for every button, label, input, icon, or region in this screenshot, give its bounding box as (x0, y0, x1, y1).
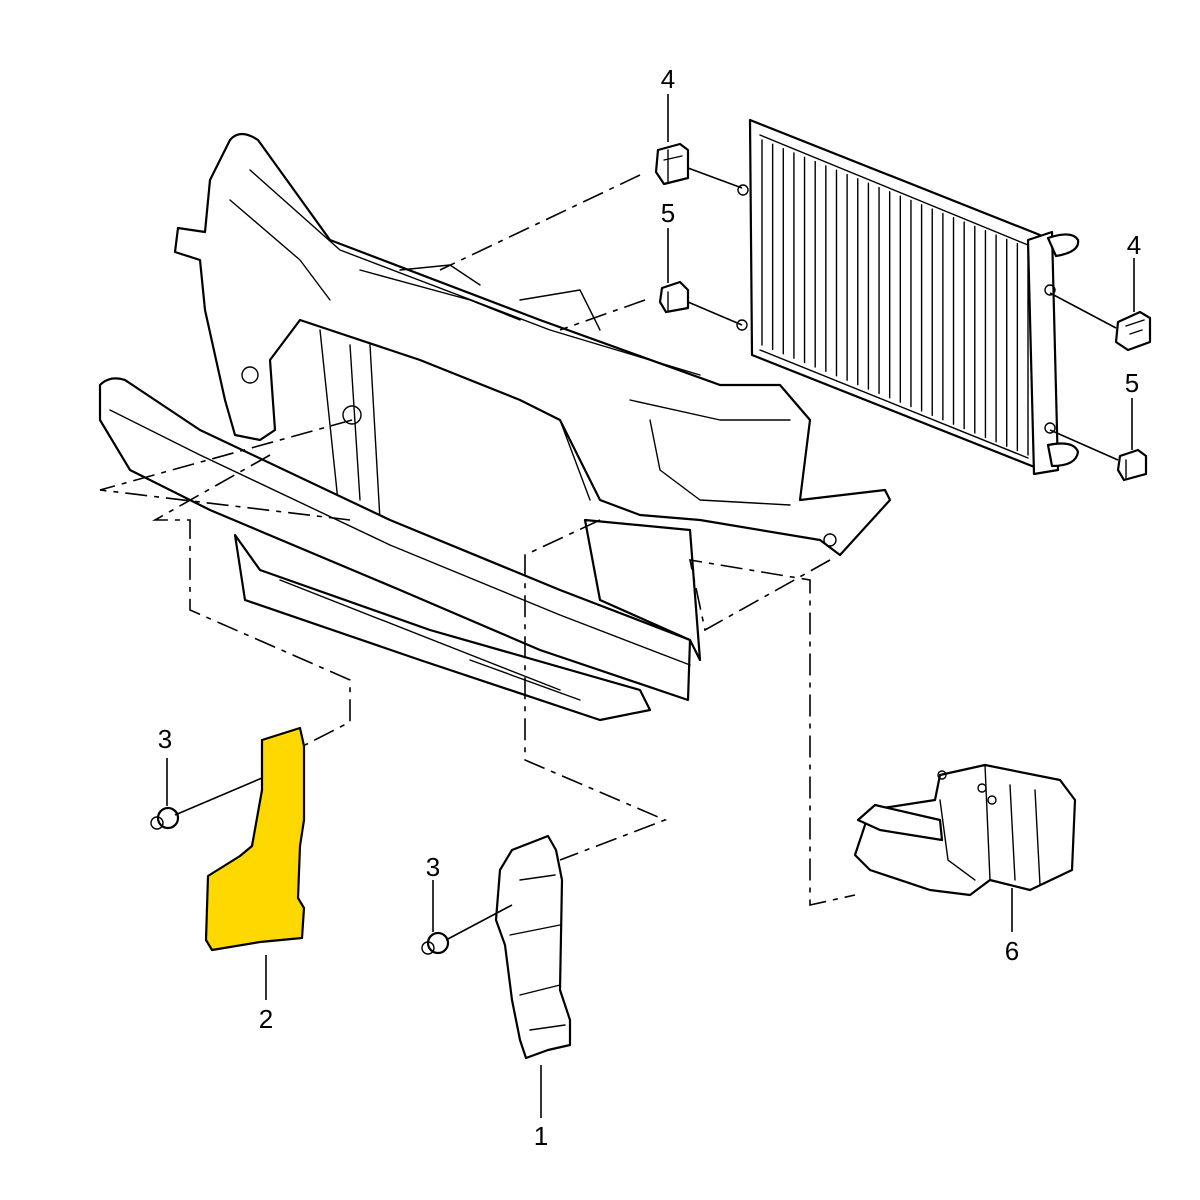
callout-3-left: 3 (158, 724, 172, 754)
radiator[interactable] (736, 118, 1080, 476)
callout-6: 6 (1005, 936, 1019, 966)
air-duct[interactable] (853, 763, 1077, 897)
alignment-lines (99, 174, 856, 906)
clip-right[interactable] (421, 931, 450, 955)
callout-2: 2 (259, 1004, 273, 1034)
callout-3-right: 3 (426, 852, 440, 882)
mount-bracket-upper-right[interactable] (1114, 310, 1152, 352)
mount-bracket-upper-left[interactable] (654, 142, 690, 186)
callout-1: 1 (534, 1121, 548, 1151)
callout-labels: 1 2 3 3 4 4 5 5 6 (158, 64, 1141, 1151)
callout-4-right: 4 (1127, 230, 1141, 260)
mount-bracket-lower-left[interactable] (658, 280, 690, 314)
leader-lines (166, 94, 1135, 1118)
air-guide-right[interactable] (494, 834, 572, 1060)
callout-5-left: 5 (661, 198, 675, 228)
bumper-beam[interactable] (98, 377, 702, 722)
clip-left[interactable] (150, 806, 180, 830)
callout-5-right: 5 (1125, 368, 1139, 398)
mount-bracket-lower-right[interactable] (1116, 448, 1148, 482)
air-guide-left-highlighted[interactable] (204, 726, 306, 952)
callout-4-top: 4 (661, 64, 675, 94)
